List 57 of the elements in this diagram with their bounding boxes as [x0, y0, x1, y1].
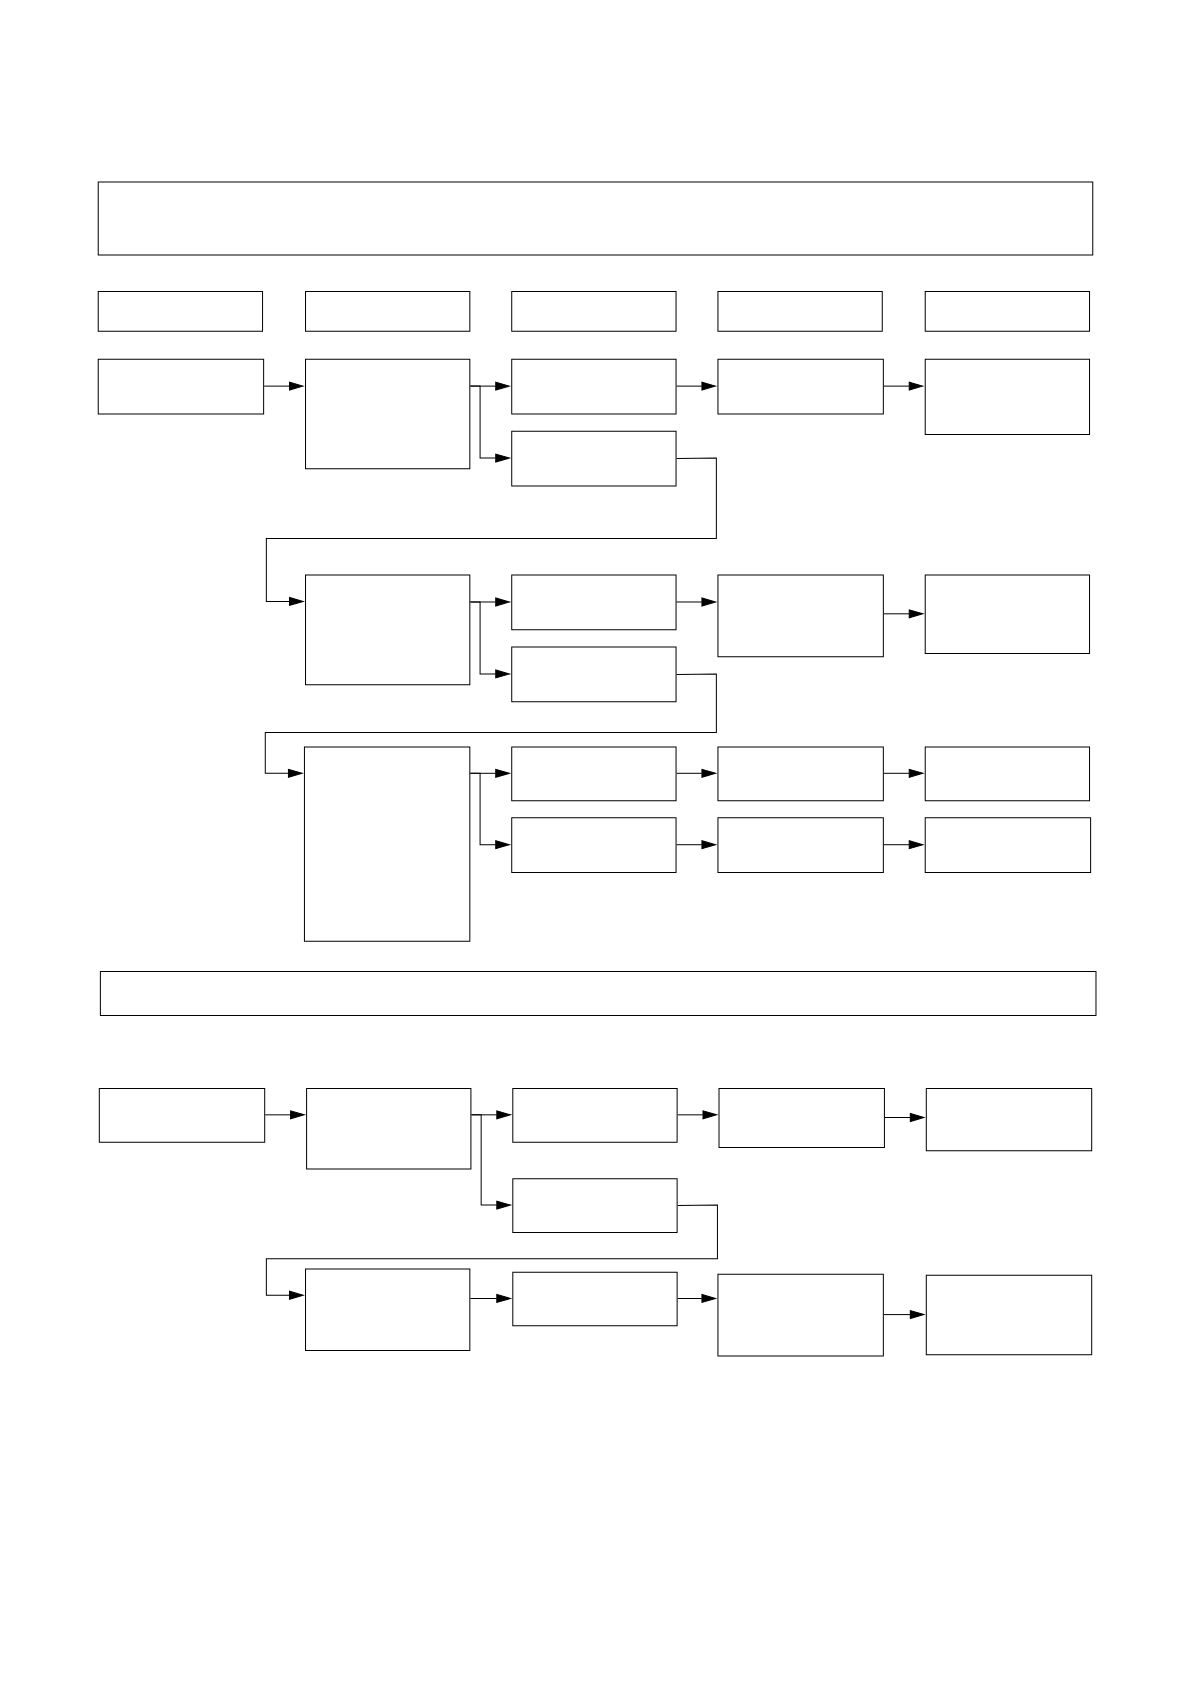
banner-box — [99, 970, 1097, 1016]
process-box — [303, 746, 471, 942]
process-box — [924, 746, 1091, 802]
arrow — [470, 1114, 511, 1210]
banner-box — [97, 181, 1094, 256]
process-box — [717, 1273, 884, 1357]
process-box — [511, 746, 677, 802]
arrow — [884, 1113, 925, 1122]
arrow — [676, 840, 717, 850]
process-box — [305, 574, 471, 686]
arrow — [883, 609, 924, 619]
arrow — [265, 1204, 718, 1300]
process-box — [511, 817, 677, 874]
process-box — [925, 1088, 1093, 1152]
process-box — [512, 1271, 678, 1327]
process-box — [511, 430, 677, 487]
process-box — [924, 291, 1091, 332]
arrow — [263, 381, 304, 391]
arrow — [676, 381, 717, 391]
arrow — [676, 768, 717, 778]
process-box — [98, 1088, 266, 1143]
process-box — [305, 291, 471, 332]
arrow — [469, 772, 510, 850]
process-box — [512, 1178, 678, 1233]
process-box — [511, 291, 677, 332]
process-box — [717, 358, 884, 415]
arrow — [469, 601, 510, 679]
arrow — [883, 381, 924, 391]
arrow — [264, 673, 717, 778]
arrow — [676, 597, 717, 607]
process-box — [305, 358, 471, 470]
process-box — [306, 1088, 472, 1170]
process-box — [718, 1088, 885, 1149]
process-box — [512, 1088, 678, 1143]
arrow — [265, 457, 717, 606]
process-box — [511, 574, 677, 631]
process-box — [305, 1268, 471, 1352]
arrow — [469, 1294, 511, 1303]
arrow — [883, 1310, 925, 1320]
process-box — [924, 574, 1091, 654]
process-box — [97, 291, 264, 332]
arrow — [677, 1294, 717, 1303]
arrow — [264, 1110, 305, 1120]
process-box — [511, 646, 677, 703]
process-box — [924, 817, 1092, 874]
arrow — [469, 385, 510, 463]
arrow — [677, 1110, 718, 1120]
process-box — [511, 358, 677, 415]
process-box — [97, 358, 265, 415]
arrow — [883, 840, 924, 850]
process-box — [717, 574, 884, 658]
process-box — [925, 1274, 1093, 1356]
process-box — [717, 291, 883, 332]
process-box — [717, 817, 884, 874]
process-box — [924, 358, 1091, 435]
arrow — [883, 768, 924, 778]
process-box — [717, 746, 884, 802]
